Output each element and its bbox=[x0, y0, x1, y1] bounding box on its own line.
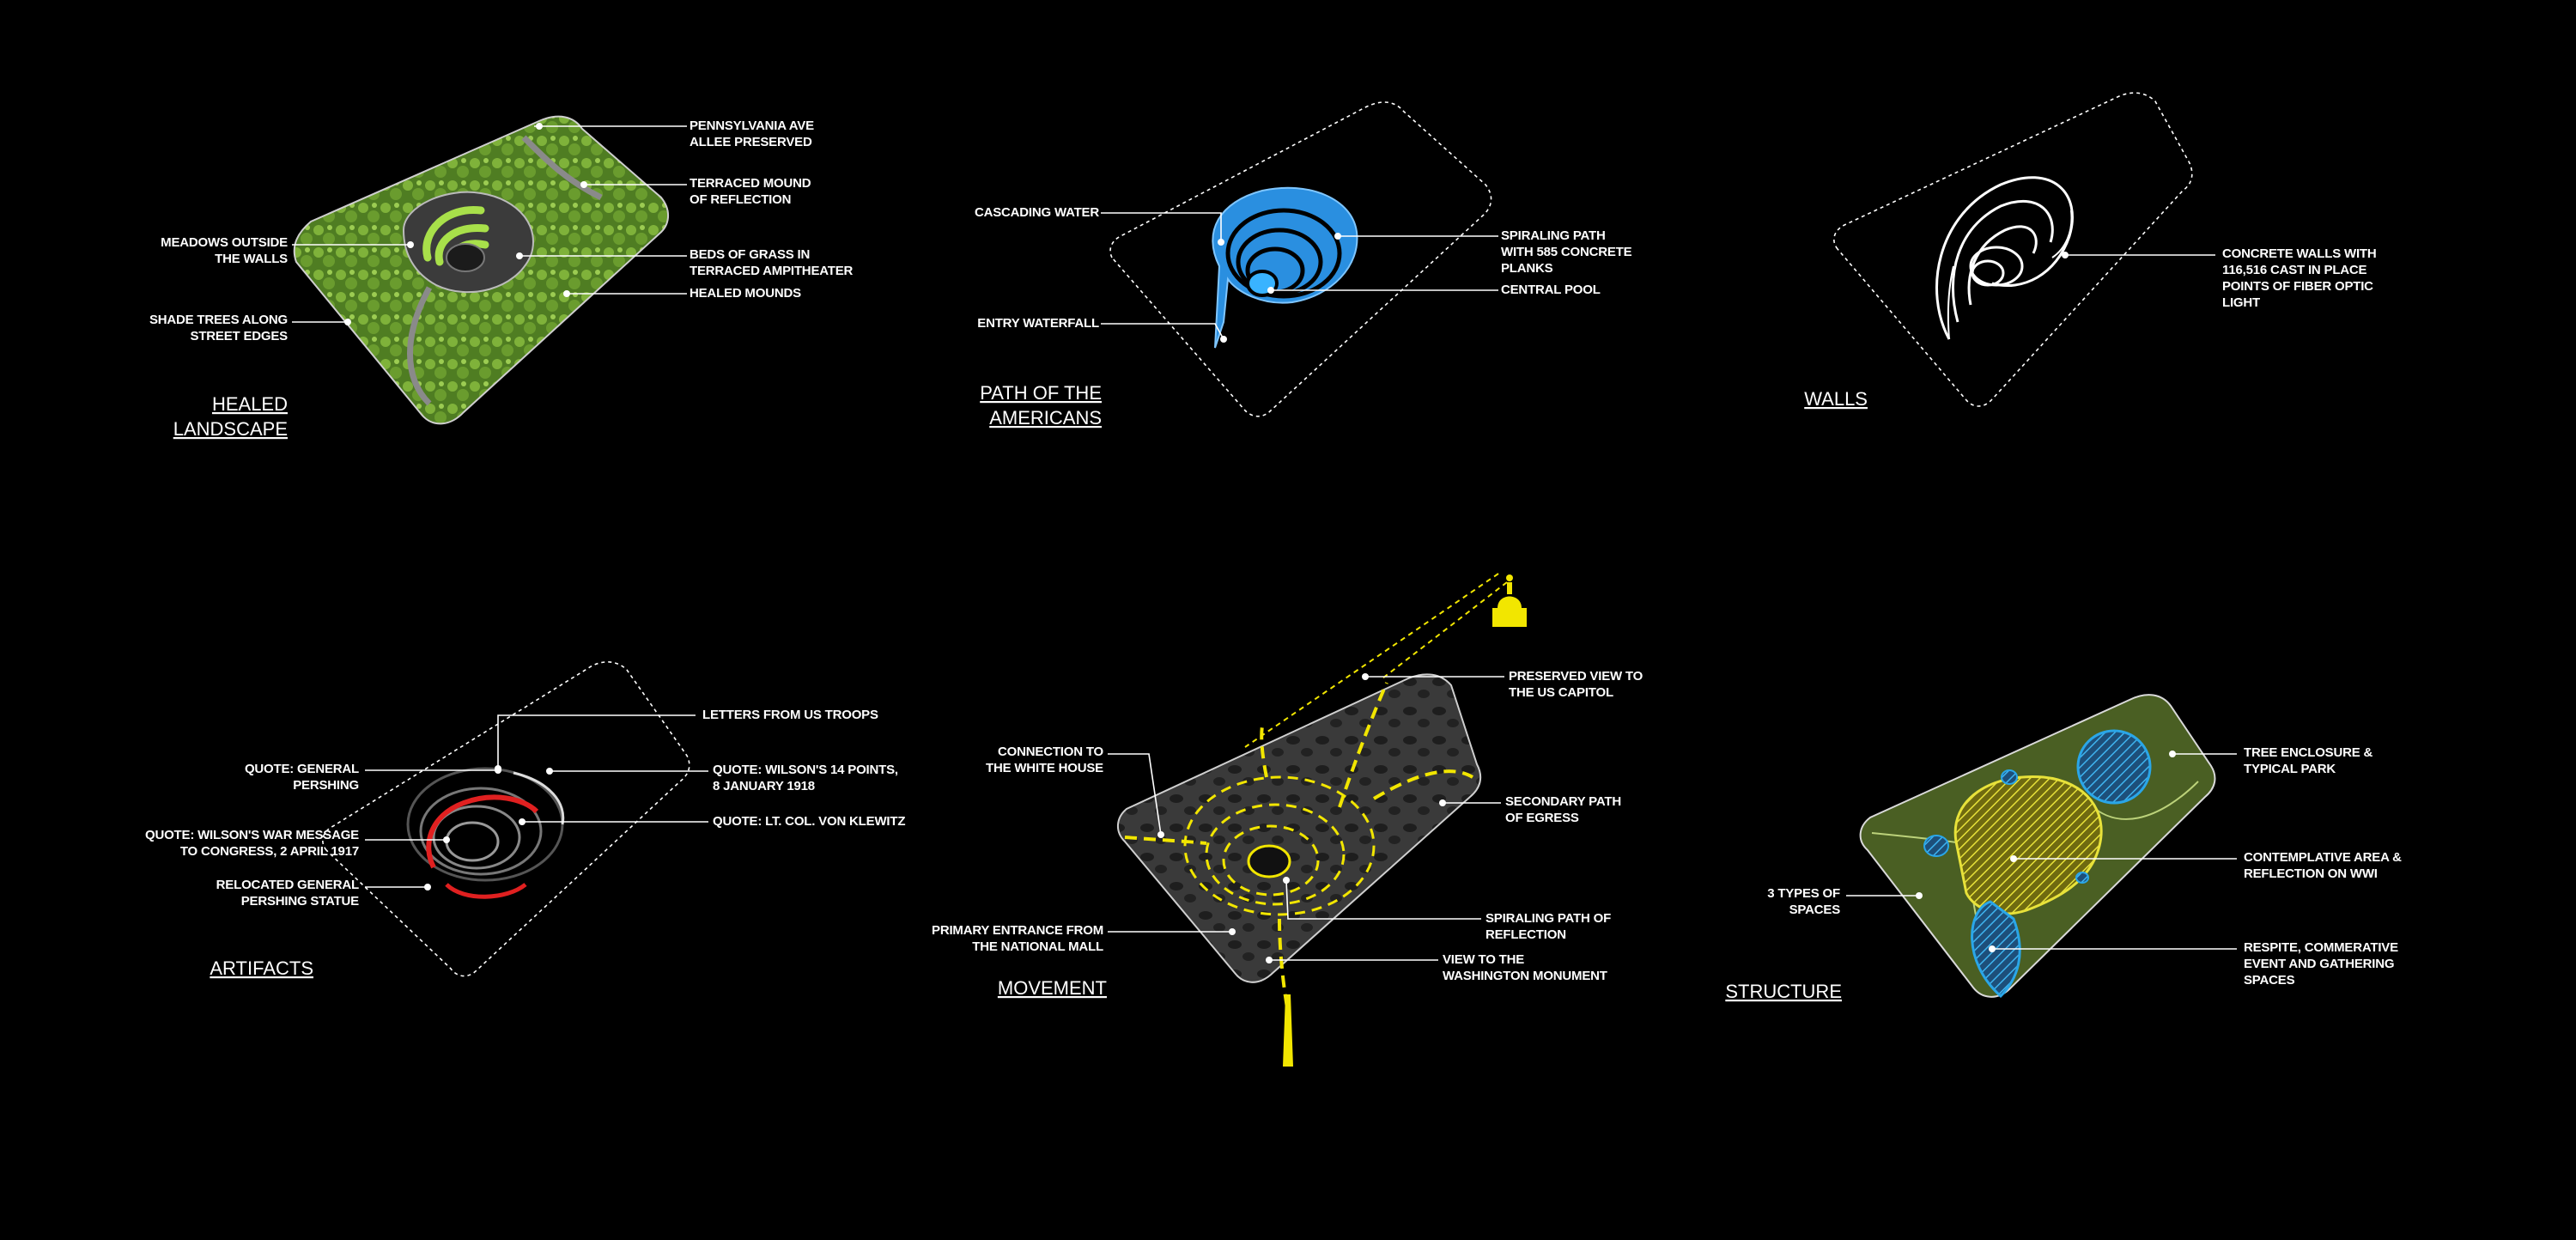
sightline-capitol bbox=[1244, 573, 1499, 748]
leader-dot bbox=[1266, 957, 1273, 963]
artifacts-spiral bbox=[406, 767, 565, 899]
capitol-icon bbox=[1492, 574, 1527, 627]
walls-spiral bbox=[1935, 176, 2074, 340]
panel-structure: TREE ENCLOSURE &TYPICAL PARK CONTEMPLATI… bbox=[1725, 694, 2402, 1002]
leader-letters bbox=[497, 714, 696, 769]
washington-monument-icon bbox=[1283, 994, 1293, 1067]
leader-dot bbox=[1157, 831, 1164, 838]
leader-dot bbox=[495, 767, 501, 774]
leader-dot bbox=[1989, 945, 1996, 952]
label-central-pool: CENTRAL POOL bbox=[1501, 283, 1601, 297]
label-klewitz: QUOTE: LT. COL. VON KLEWITZ bbox=[713, 814, 905, 829]
entry-path bbox=[407, 286, 433, 406]
panel-title-structure: STRUCTURE bbox=[1725, 981, 1842, 1002]
leader-dot bbox=[1334, 233, 1341, 240]
tree-enclosure bbox=[2076, 729, 2152, 805]
water-spiral-base bbox=[1212, 186, 1358, 349]
label-cascading: CASCADING WATER bbox=[975, 205, 1099, 220]
leader-dot bbox=[1439, 799, 1446, 806]
label-letters: LETTERS FROM US TROOPS bbox=[702, 708, 878, 722]
leader-white-house bbox=[1108, 753, 1162, 836]
label-entry-waterfall: ENTRY WATERFALL bbox=[977, 316, 1099, 331]
leader-entry-waterfall bbox=[1101, 323, 1224, 340]
water-spiral-rings bbox=[1225, 208, 1342, 299]
allee-path bbox=[521, 135, 603, 201]
label-fourteen-points: QUOTE: WILSON'S 14 POINTS,8 JANUARY 1918 bbox=[713, 763, 898, 793]
leader-cascading bbox=[1101, 212, 1222, 242]
site-plan-movement bbox=[1117, 673, 1482, 983]
leader-dot bbox=[2169, 751, 2176, 757]
leader-dot bbox=[1283, 877, 1290, 884]
leader-dot bbox=[1218, 239, 1224, 246]
label-healed-mounds: HEALED MOUNDS bbox=[690, 286, 801, 301]
leader-dot bbox=[2010, 855, 2017, 862]
leader-dot bbox=[2062, 252, 2069, 258]
leader-dot bbox=[519, 818, 526, 825]
label-contemplative: CONTEMPLATIVE AREA &REFLECTION ON WWI bbox=[2244, 850, 2402, 881]
sightline-capitol-2 bbox=[1382, 581, 1508, 679]
label-tree: TREE ENCLOSURE &TYPICAL PARK bbox=[2244, 745, 2373, 776]
movement-center bbox=[1247, 844, 1291, 878]
small-space-2 bbox=[2001, 769, 2018, 785]
leader-dot bbox=[516, 252, 523, 259]
leader-dot bbox=[536, 123, 543, 130]
leader-dot bbox=[1229, 928, 1236, 935]
panel-path-of-americans: CASCADING WATER ENTRY WATERFALL SPIRALIN… bbox=[975, 101, 1632, 429]
leader-dot bbox=[344, 319, 351, 325]
leader-dot bbox=[1220, 336, 1227, 343]
leader-dot bbox=[1267, 287, 1274, 294]
site-outline-path bbox=[1109, 101, 1492, 417]
leader-spiral bbox=[1285, 879, 1481, 920]
leader-dot bbox=[443, 836, 450, 843]
leader-dot bbox=[580, 181, 587, 188]
leader-dot bbox=[546, 768, 553, 775]
leader-dot bbox=[1916, 892, 1923, 899]
leader-dot bbox=[1362, 673, 1369, 680]
leader-dot bbox=[563, 290, 570, 297]
movement-spiral bbox=[1183, 775, 1376, 916]
site-outline-artifacts bbox=[322, 661, 690, 977]
small-space-1 bbox=[1923, 835, 1949, 857]
site-outline-walls bbox=[1833, 92, 2193, 407]
leader-dot bbox=[424, 884, 431, 890]
small-space-3 bbox=[2075, 872, 2089, 884]
leader-dot bbox=[407, 241, 414, 248]
panel-title-artifacts: ARTIFACTS bbox=[210, 957, 313, 979]
panel-title-movement: MOVEMENT bbox=[998, 977, 1107, 999]
center-mound bbox=[446, 243, 485, 272]
panel-title-walls: WALLS bbox=[1804, 388, 1868, 410]
